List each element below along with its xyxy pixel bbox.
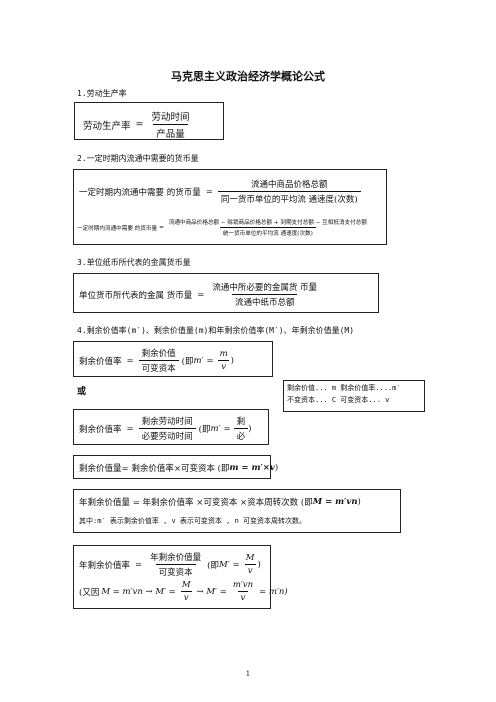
formula-line2-numerator-2: m′vn	[232, 580, 254, 590]
formula-denominator: 产品量	[153, 124, 188, 140]
formula-lhs: 劳动生产率	[83, 120, 131, 132]
legend-line-2: 不变资本... C 可变资本... v	[287, 396, 390, 404]
section-heading-1: 1.劳动生产率	[77, 89, 127, 98]
formula-alt-var: m′	[193, 355, 204, 366]
page-title: 马克思主义政治经济学概论公式	[171, 70, 325, 83]
formula-numerator: 流通中所必要的金属货 币量	[212, 283, 318, 293]
formula-denominator: 可变资本	[138, 360, 179, 374]
formula-lhs: 一定时期内流通中需要 的货币量	[79, 187, 201, 198]
formula-numerator: 年剩余价值量	[150, 553, 202, 563]
formula-alt-close: )	[248, 423, 252, 434]
formula-expression: M = m′vn	[312, 497, 358, 507]
page-number: 1	[245, 670, 251, 678]
formula-line2-open: (又因	[79, 587, 100, 598]
section-heading-4: 4.剩余价值率(m′)、剩余价值量(m)和年剩余价值率(M′)、年剩余价值量(M…	[77, 326, 355, 335]
formula-line2-numerator-1: M	[181, 580, 191, 590]
formula-numerator: 流通中商品价格总额	[251, 180, 328, 190]
formula-denominator: 必要劳动时间	[138, 428, 196, 442]
formula-alt-numerator: m	[219, 349, 228, 359]
formula-lhs: 年剩余价值率	[79, 560, 131, 571]
formula-lhs: 单位货币所代表的金属 货币量	[79, 290, 193, 301]
formula-alt-open: (即	[181, 356, 194, 367]
formula-denominator-expanded: 统一货币单位的平均流 通速度(次数)	[219, 227, 316, 237]
formula-box-labor-productivity: 劳动生产率 = 劳动时间 产品量	[74, 102, 224, 140]
formula-denominator: 同一货币单位的平均流 通速度(次数)	[217, 191, 361, 205]
formula-alt-denominator: 必	[233, 428, 249, 442]
formula-lhs: 剩余价值率	[79, 424, 122, 435]
formula-line2-denominator-1: v	[180, 591, 192, 603]
formula-denominator: 可变资本	[155, 564, 196, 578]
formula-box-annual-surplus-amount: 年剩余价值量 = 年剩余价值率 ×可变资本 ×资本周转次数 (即 M = m′v…	[73, 489, 401, 533]
formula-close: )	[274, 463, 279, 473]
formula-expression: m = m′×v	[229, 463, 275, 473]
formula-line2-part-b: → M′ =	[196, 586, 227, 597]
formula-lhs-expanded: 一定时期内流通中需要 的货币量	[77, 225, 158, 232]
formula-denominator: 流通中纸币总额	[231, 294, 298, 308]
formula-numerator: 剩余价值	[141, 349, 176, 359]
formula-box-surplus-rate-time: 剩余价值率 = 剩余劳动时间 必要劳动时间 (即 m′ = 剩 必 )	[73, 409, 269, 445]
formula-box-money-needed: 一定时期内流通中需要 的货币量 = 流通中商品价格总额 同一货币单位的平均流 通…	[73, 169, 387, 245]
formula-box-paper-money: 单位货币所代表的金属 货币量 = 流通中所必要的金属货 币量 流通中纸币总额	[73, 273, 379, 313]
legend-line-1: 剩余价值... m 剩余价值率....m′	[287, 384, 401, 392]
section-heading-2: 2.一定时期内流通中需要的货币量	[77, 154, 199, 163]
formula-alt-var: m′	[210, 423, 221, 434]
formula-box-surplus-amount: 剩余价值量= 剩余价值率×可变资本 (即 m = m′×v )	[73, 455, 278, 479]
legend-box: 剩余价值... m 剩余价值率....m′ 不变资本... C 可变资本... …	[283, 380, 425, 412]
formula-numerator-expanded: 流通中商品价格总额 − 赊销商品价格总额 + 到期支付总额 − 互相抵消支付总额	[168, 220, 367, 226]
formula-note: 其中:m′ 表示剩余价值率 , v 表示可变资本 , n 可变资本周转次数。	[79, 517, 307, 525]
formula-text: 年剩余价值量 = 年剩余价值率 ×可变资本 ×资本周转次数 (即	[79, 498, 313, 508]
formula-lhs: 剩余价值率	[79, 356, 122, 367]
formula-alt-denominator: v	[244, 564, 256, 576]
section-heading-3: 3.单位纸币所代表的金属货币量	[77, 258, 191, 267]
formula-alt-close: )	[257, 559, 261, 570]
formula-alt-open: (即	[198, 424, 211, 435]
or-label: 或	[77, 387, 87, 397]
formula-line2-part-c: = m′n)	[259, 586, 288, 597]
formula-numerator: 剩余劳动时间	[141, 417, 193, 427]
formula-alt-numerator: 剩	[236, 417, 246, 427]
formula-alt-numerator: M	[245, 553, 255, 563]
formula-alt-open: (即	[207, 560, 219, 571]
formula-alt-denominator: v	[218, 360, 230, 372]
formula-text: 剩余价值量= 剩余价值率×可变资本 (即	[79, 464, 230, 474]
formula-alt-var: M′	[218, 559, 230, 570]
formula-box-annual-surplus-rate: 年剩余价值率 = 年剩余价值量 可变资本 (即 M′ = M v ) (又因 M…	[73, 545, 288, 609]
formula-line2-part-a: M = m′vn → M′ =	[101, 586, 176, 597]
formula-line2-denominator-2: v	[237, 591, 249, 603]
formula-alt-close: )	[230, 355, 234, 366]
formula-numerator: 劳动时间	[151, 112, 190, 123]
formula-box-surplus-rate: 剩余价值率 = 剩余价值 可变资本 (即 m′ = m v )	[73, 341, 273, 377]
formula-close: )	[357, 497, 361, 507]
